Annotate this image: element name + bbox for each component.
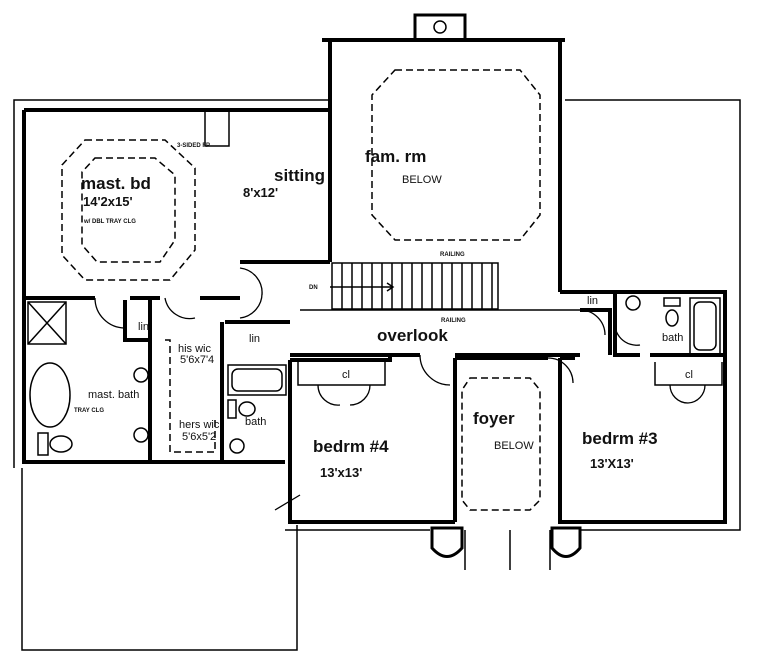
linen-1-label: lin — [138, 321, 150, 333]
bedroom-4-size: 13'x13' — [320, 465, 363, 480]
stair-direction: DN — [309, 285, 318, 291]
sitting-size: 8'x12' — [243, 185, 279, 200]
bedroom-3-name: bedrm #3 — [582, 429, 658, 448]
master-bedroom-name: mast. bd — [81, 174, 151, 193]
linen-3-label: lin — [587, 295, 599, 307]
railing-bottom-label: RAILING — [441, 318, 466, 324]
foyer-note: BELOW — [494, 440, 534, 452]
bath-2-label: bath — [662, 332, 684, 344]
walls — [22, 38, 727, 524]
porch-columns — [430, 526, 582, 558]
tray-ceilings — [61, 69, 541, 511]
master-bath-note: TRAY CLG — [74, 408, 105, 414]
bedroom-4-name: bedrm #4 — [313, 437, 389, 456]
master-bedroom-note: w/ DBL TRAY CLG — [84, 219, 136, 225]
fireplace-label: 3-SIDED FP — [177, 143, 211, 149]
foyer-name: foyer — [473, 409, 515, 428]
overlook-label: overlook — [377, 326, 448, 345]
hers-wic-name: hers wic — [179, 419, 220, 431]
bath-1-label: bath — [245, 416, 267, 428]
master-bath-name: mast. bath — [88, 389, 140, 401]
chimney-flue — [433, 20, 447, 34]
bedroom-3-size: 13'X13' — [590, 456, 634, 471]
doors — [94, 267, 706, 511]
his-wic-name: his wic — [178, 343, 212, 355]
sitting-name: sitting — [274, 166, 325, 185]
fireplace — [204, 109, 230, 147]
hers-wic-size: 5'6x5'2 — [182, 431, 217, 443]
stair — [300, 262, 580, 311]
fixtures — [27, 295, 723, 456]
outline-thin — [13, 99, 741, 651]
linen-2-label: lin — [249, 333, 261, 345]
chimney — [413, 13, 467, 42]
closet-1-label: cl — [342, 369, 350, 381]
family-room-name: fam. rm — [365, 147, 427, 166]
master-bedroom-size: 14'2x15' — [83, 194, 133, 209]
railing-top-label: RAILING — [440, 252, 465, 258]
family-room-note: BELOW — [402, 174, 442, 186]
his-wic-size: 5'6x7'4 — [180, 354, 215, 366]
closet-2-label: cl — [685, 369, 693, 381]
